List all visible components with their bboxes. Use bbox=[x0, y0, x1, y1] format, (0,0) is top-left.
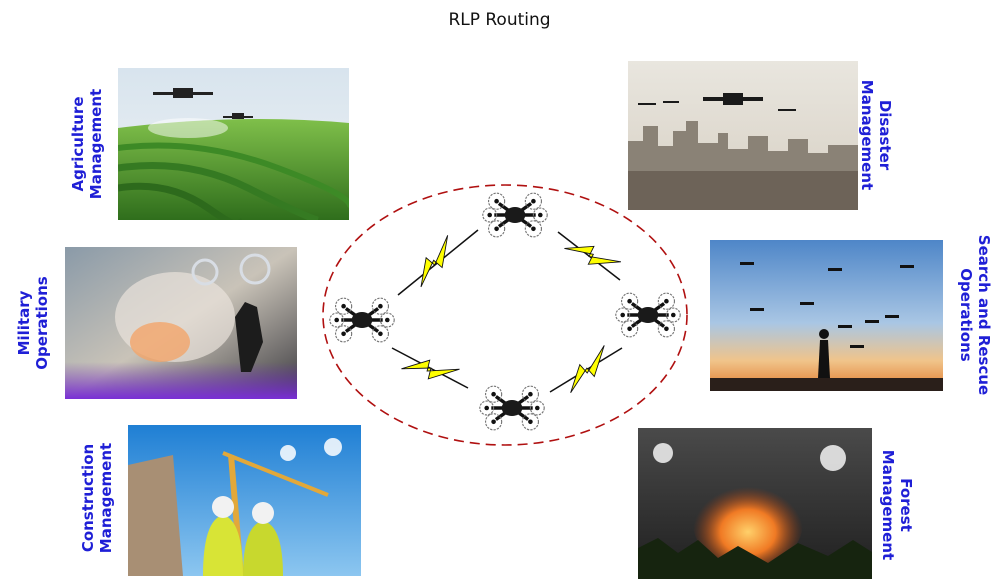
search-rescue-photo bbox=[710, 240, 943, 391]
forest-label: Forest Management bbox=[879, 449, 915, 561]
uav-network bbox=[322, 184, 688, 446]
construction-photo bbox=[128, 425, 361, 576]
figure-title: RLP Routing bbox=[448, 10, 551, 30]
lightning-icon bbox=[558, 344, 617, 394]
drone-icon bbox=[614, 291, 682, 339]
drone-icon bbox=[478, 384, 546, 432]
construction-label: Construction Management bbox=[79, 442, 115, 554]
agriculture-photo bbox=[118, 68, 349, 220]
military-label: Military Operations bbox=[15, 276, 51, 370]
lightning-icon bbox=[405, 234, 464, 288]
drone-icon bbox=[481, 191, 549, 239]
drone-icon bbox=[328, 296, 396, 344]
search-rescue-label: Search and Rescue Operations bbox=[957, 234, 993, 396]
forest-photo bbox=[638, 428, 872, 579]
lightning-icon bbox=[563, 228, 622, 282]
disaster-photo bbox=[628, 61, 858, 210]
agriculture-label: Agriculture Management bbox=[69, 88, 105, 200]
disaster-label: Disaster Management bbox=[858, 79, 894, 191]
lightning-icon bbox=[400, 346, 460, 392]
military-photo bbox=[65, 247, 297, 399]
network-boundary bbox=[322, 184, 688, 446]
